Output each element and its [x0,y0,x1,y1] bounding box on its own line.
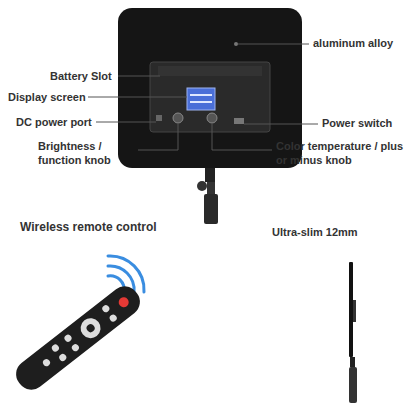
battery-slot [158,66,262,76]
light-panel [118,8,302,168]
stand-adapter [204,194,218,224]
part-label: Color temperature / plus or minus knob [276,140,408,168]
side-profile [349,262,353,357]
color-knob [207,113,217,123]
remote-control [10,256,145,395]
mount [205,168,215,182]
part-label: Power switch [322,117,392,131]
part-label: aluminum alloy [313,37,393,51]
part-label: Brightness / function knob [38,140,134,168]
brightness-knob [173,113,183,123]
display-screen [187,88,215,110]
dc-power-port [156,115,162,121]
side-stand [349,367,357,403]
part-label: Battery Slot [50,70,112,84]
part-label: Display screen [8,91,86,105]
leader-lines [88,44,318,150]
part-label: Wireless remote control [20,220,157,235]
part-label: Ultra-slim 12mm [272,226,358,240]
power-switch [234,118,244,124]
part-label: DC power port [16,116,92,130]
